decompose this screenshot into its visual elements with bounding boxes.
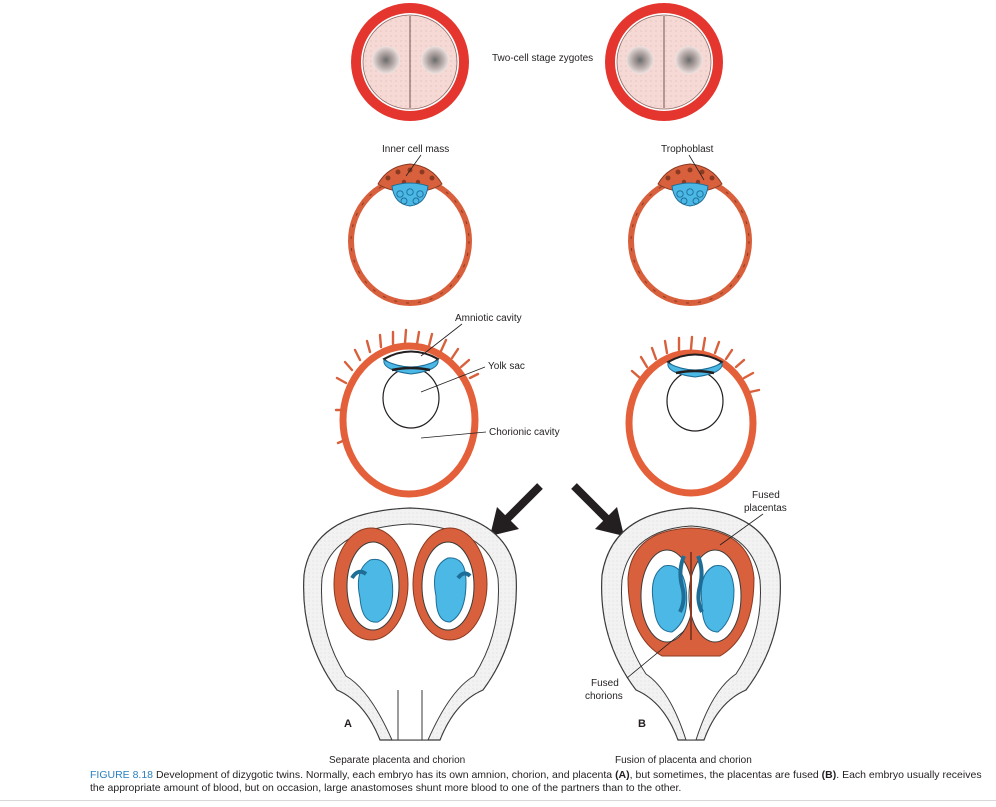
zygote-right (605, 3, 723, 121)
caption-part1: Development of dizygotic twins. Normally… (153, 769, 616, 781)
chorionic-vesicle-right (625, 335, 761, 497)
label-fused-chorions-1: Fused (591, 678, 619, 689)
label-amniotic-cavity: Amniotic cavity (455, 313, 522, 324)
label-fused-placentas-2: placentas (744, 503, 787, 514)
figure-caption: FIGURE 8.18 Development of dizygotic twi… (90, 769, 986, 795)
uterus-panel-b (601, 507, 781, 741)
label-panel-b: B (638, 718, 646, 730)
blastocyst-right (628, 163, 752, 306)
label-yolk-sac: Yolk sac (488, 361, 525, 372)
label-fusion: Fusion of placenta and chorion (615, 755, 752, 766)
blastocyst-left (348, 163, 472, 306)
chorionic-vesicle-left (334, 328, 480, 498)
caption-part2: , but sometimes, the placentas are fused (629, 769, 822, 781)
arrow-left-icon (490, 483, 543, 536)
arrow-right-icon (571, 483, 624, 536)
caption-bold-a: (A) (615, 769, 630, 781)
caption-part3: . Each embryo usually receives the appro… (90, 769, 982, 794)
label-trophoblast: Trophoblast (661, 144, 714, 155)
label-panel-a: A (344, 718, 352, 730)
label-separate: Separate placenta and chorion (329, 755, 465, 766)
caption-bold-b: (B) (821, 769, 837, 781)
label-chorionic-cavity: Chorionic cavity (489, 427, 560, 438)
label-fused-chorions-2: chorions (585, 691, 623, 702)
bottom-divider (0, 800, 996, 801)
label-zygotes: Two-cell stage zygotes (492, 53, 593, 64)
zygote-left (351, 3, 469, 121)
figure-number: FIGURE 8.18 (90, 769, 154, 781)
label-fused-placentas-1: Fused (752, 490, 780, 501)
uterus-panel-a (303, 507, 517, 741)
label-inner-cell-mass: Inner cell mass (382, 144, 449, 155)
